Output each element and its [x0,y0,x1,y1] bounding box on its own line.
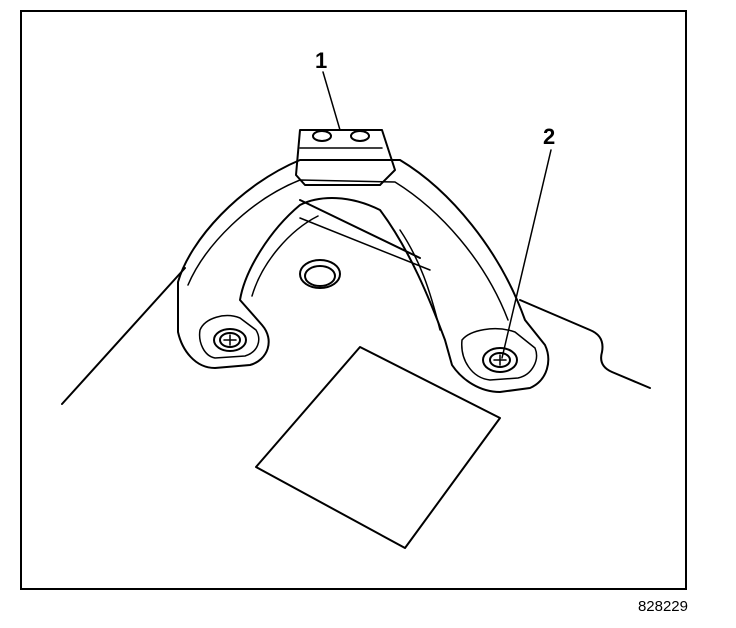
plug-hole [299,259,341,289]
callout-2-leader [501,149,552,359]
panel-label-rectangle [255,346,501,549]
strut-bar [177,129,550,393]
left-bolt-icon [213,328,247,352]
figure-frame [20,10,687,590]
right-bolt-icon [482,347,518,373]
callout-1-leader [322,71,341,131]
callout-2-label: 2 [543,124,556,149]
body-panel [61,199,651,405]
figure-code: 828229 [637,598,688,615]
callout-1-label: 1 [315,48,328,73]
